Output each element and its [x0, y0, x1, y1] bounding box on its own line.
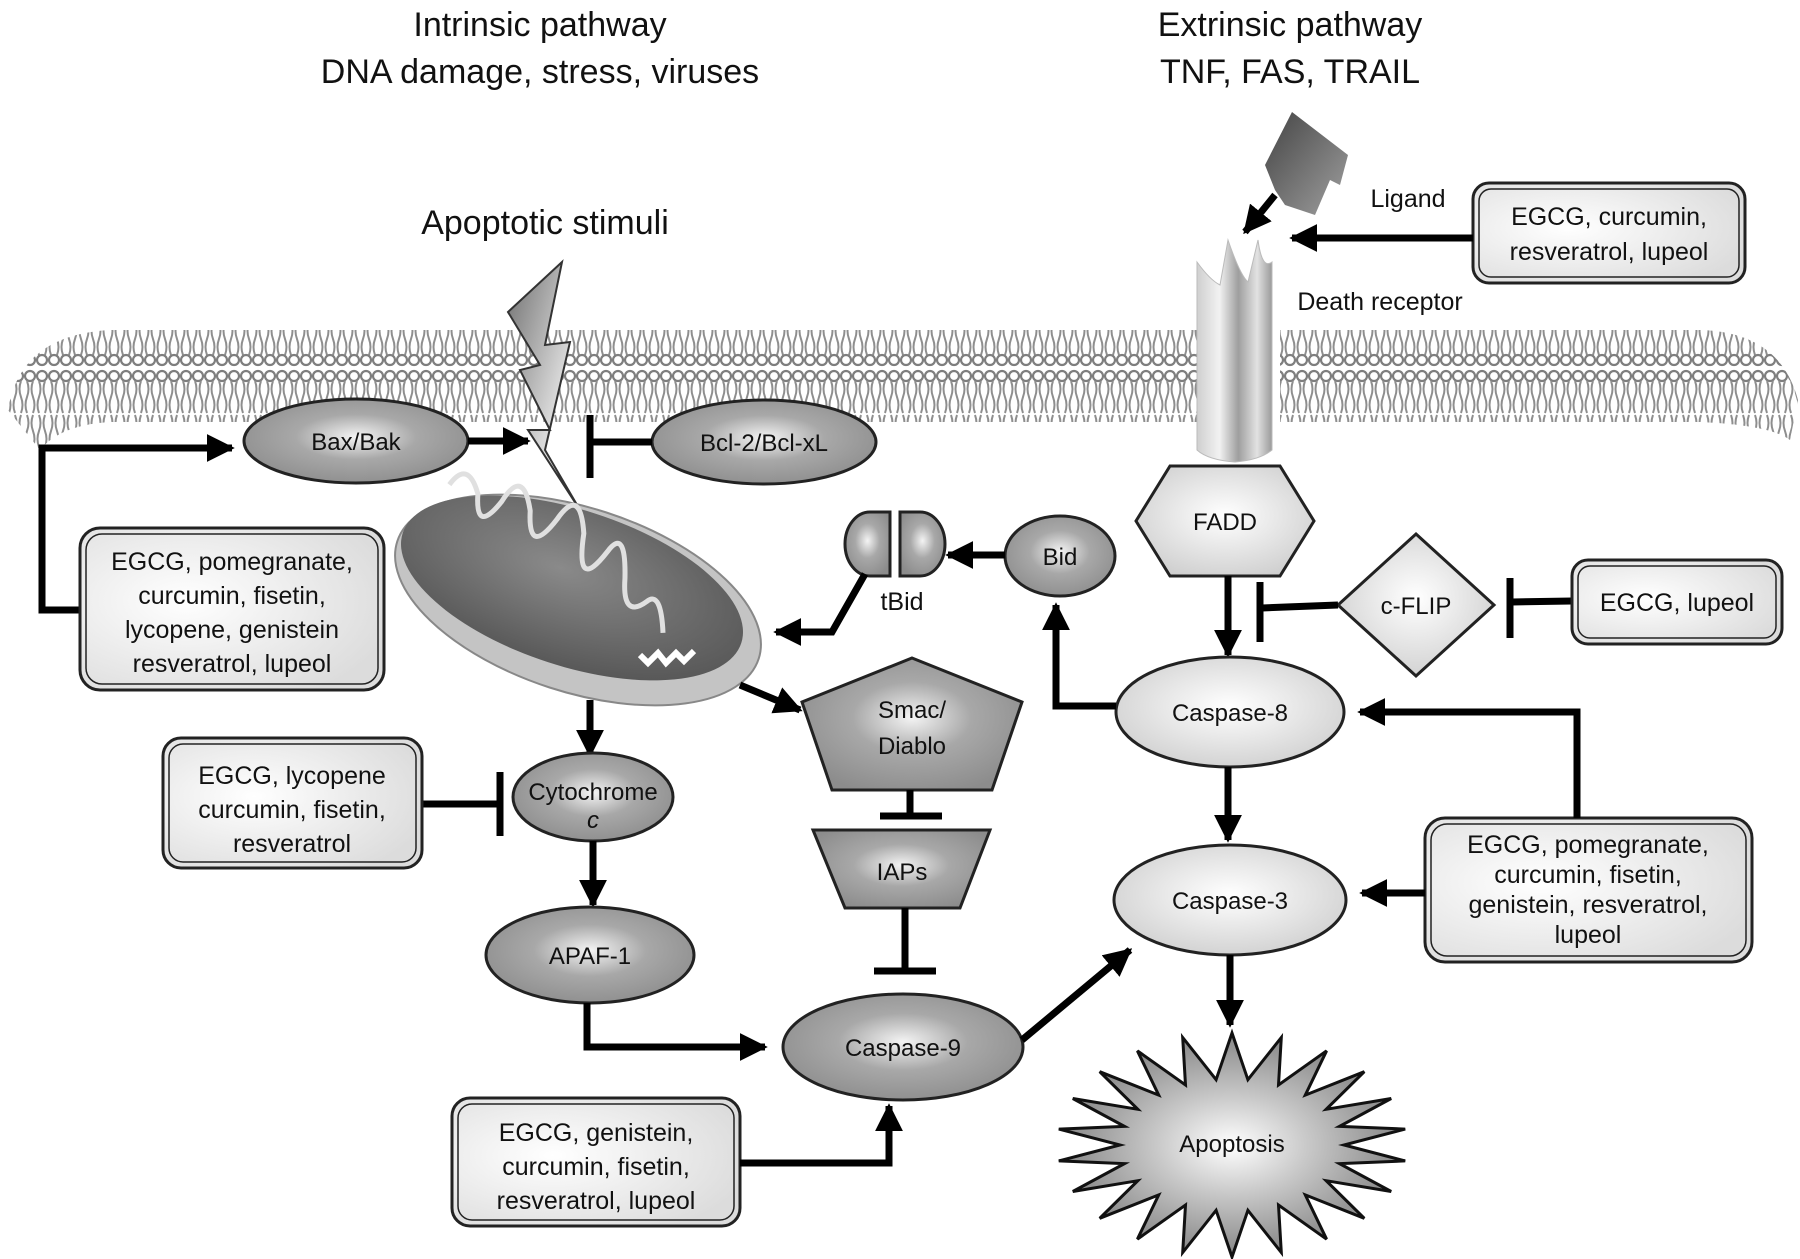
drug-box-ligand-inhibitors: EGCG, curcumin, resveratrol, lupeol — [1471, 181, 1747, 285]
svg-text:Caspase-8: Caspase-8 — [1172, 700, 1288, 727]
caspase9-activator-arrow — [740, 1103, 903, 1167]
cflip-drug-inhibition — [1506, 578, 1573, 638]
smac-inhibits-iaps — [880, 790, 942, 820]
svg-text:FADD: FADD — [1193, 509, 1257, 536]
caspase8-to-bid-arrow — [1042, 602, 1116, 710]
tbid-label: tBid — [880, 588, 923, 616]
svg-text:resveratrol, lupeol: resveratrol, lupeol — [497, 1187, 696, 1215]
bcl2-inhibition — [586, 415, 652, 478]
mito-to-smac-arrow — [738, 681, 803, 714]
svg-text:Caspase-3: Caspase-3 — [1172, 888, 1288, 915]
node-fadd: FADD — [1134, 464, 1316, 578]
node-tbid — [843, 510, 947, 578]
svg-text:c-FLIP: c-FLIP — [1381, 593, 1452, 620]
apoptotic-stimuli-label: Apoptotic stimuli — [421, 204, 669, 242]
node-bax-bak: Bax/Bak — [242, 397, 470, 485]
node-cytochrome-c: Cytochrome c — [511, 751, 675, 843]
node-apaf-1: APAF-1 — [484, 905, 696, 1005]
mitochondrion-icon — [394, 471, 762, 707]
svg-text:c: c — [587, 807, 599, 834]
svg-text:Bcl-2/Bcl-xL: Bcl-2/Bcl-xL — [700, 430, 828, 457]
node-bcl2-bclxl: Bcl-2/Bcl-xL — [650, 398, 878, 486]
node-cflip: c-FLIP — [1335, 531, 1497, 679]
bax-activator-arrow — [38, 434, 235, 614]
node-caspase-8: Caspase-8 — [1114, 655, 1346, 769]
svg-text:Apoptosis: Apoptosis — [1179, 1131, 1284, 1158]
extrinsic-title: Extrinsic pathway — [1158, 6, 1423, 44]
death-receptor-icon — [1196, 238, 1273, 463]
svg-text:resveratrol, lupeol: resveratrol, lupeol — [133, 650, 332, 678]
node-bid: Bid — [1003, 514, 1117, 598]
cytochrome-drug-inhibition — [422, 772, 504, 836]
extrinsic-subtitle: TNF, FAS, TRAIL — [1160, 53, 1420, 91]
svg-text:Cytochrome: Cytochrome — [528, 779, 657, 806]
apaf1-to-caspase9-arrow — [583, 1003, 768, 1061]
svg-text:EGCG, pomegranate,: EGCG, pomegranate, — [1467, 831, 1709, 859]
ligand-icon — [1265, 112, 1348, 215]
node-apoptosis: Apoptosis — [1058, 1028, 1406, 1259]
drug-to-caspase8-arrow — [1357, 698, 1581, 818]
svg-text:Smac/: Smac/ — [878, 697, 946, 724]
node-iaps: IAPs — [810, 828, 993, 910]
node-caspase-9: Caspase-9 — [781, 992, 1025, 1102]
drug-box-caspase-activators: EGCG, pomegranate, curcumin, fisetin, ge… — [1423, 816, 1754, 964]
svg-text:EGCG, pomegranate,: EGCG, pomegranate, — [111, 548, 353, 576]
drug-box-caspase9-activators: EGCG, genistein, curcumin, fisetin, resv… — [450, 1096, 742, 1228]
svg-text:curcumin, fisetin,: curcumin, fisetin, — [1494, 861, 1682, 889]
ligand-arrow — [1242, 192, 1278, 235]
svg-text:resveratrol, lupeol: resveratrol, lupeol — [1510, 238, 1709, 266]
svg-text:curcumin, fisetin,: curcumin, fisetin, — [198, 796, 386, 824]
intrinsic-title: Intrinsic pathway — [413, 6, 666, 44]
svg-text:APAF-1: APAF-1 — [549, 943, 631, 970]
drug-box-bax-activators: EGCG, pomegranate, curcumin, fisetin, ly… — [78, 526, 386, 692]
svg-text:genistein, resveratrol,: genistein, resveratrol, — [1468, 891, 1707, 919]
svg-text:lupeol: lupeol — [1555, 921, 1622, 949]
svg-text:Bid: Bid — [1043, 544, 1078, 571]
cflip-inhibition — [1256, 582, 1339, 642]
svg-text:EGCG, lupeol: EGCG, lupeol — [1600, 589, 1754, 617]
caspase9-to-caspase3-arrow — [1019, 947, 1133, 1043]
drug-box-cflip-inhibitors: EGCG, lupeol — [1570, 558, 1784, 646]
death-receptor-label: Death receptor — [1297, 288, 1462, 316]
svg-text:curcumin, fisetin,: curcumin, fisetin, — [502, 1153, 690, 1181]
svg-text:Bax/Bak: Bax/Bak — [311, 429, 401, 456]
svg-text:lycopene, genistein: lycopene, genistein — [125, 616, 339, 644]
svg-text:Caspase-9: Caspase-9 — [845, 1035, 961, 1062]
svg-text:EGCG, lycopene: EGCG, lycopene — [198, 762, 386, 790]
node-caspase-3: Caspase-3 — [1112, 843, 1348, 957]
svg-text:resveratrol: resveratrol — [233, 830, 351, 858]
node-smac-diablo: Smac/ Diablo — [800, 656, 1024, 792]
ligand-label: Ligand — [1370, 185, 1445, 213]
intrinsic-subtitle: DNA damage, stress, viruses — [321, 53, 759, 91]
drug-box-cytochrome-inhibitors: EGCG, lycopene curcumin, fisetin, resver… — [161, 736, 424, 870]
svg-text:Diablo: Diablo — [878, 733, 946, 760]
svg-text:curcumin, fisetin,: curcumin, fisetin, — [138, 582, 326, 610]
svg-text:IAPs: IAPs — [877, 859, 928, 886]
svg-text:EGCG, genistein,: EGCG, genistein, — [499, 1119, 694, 1147]
svg-text:EGCG, curcumin,: EGCG, curcumin, — [1511, 203, 1707, 231]
tbid-to-mito-arrow — [773, 572, 869, 646]
iaps-inhibit-caspase9 — [874, 908, 936, 975]
